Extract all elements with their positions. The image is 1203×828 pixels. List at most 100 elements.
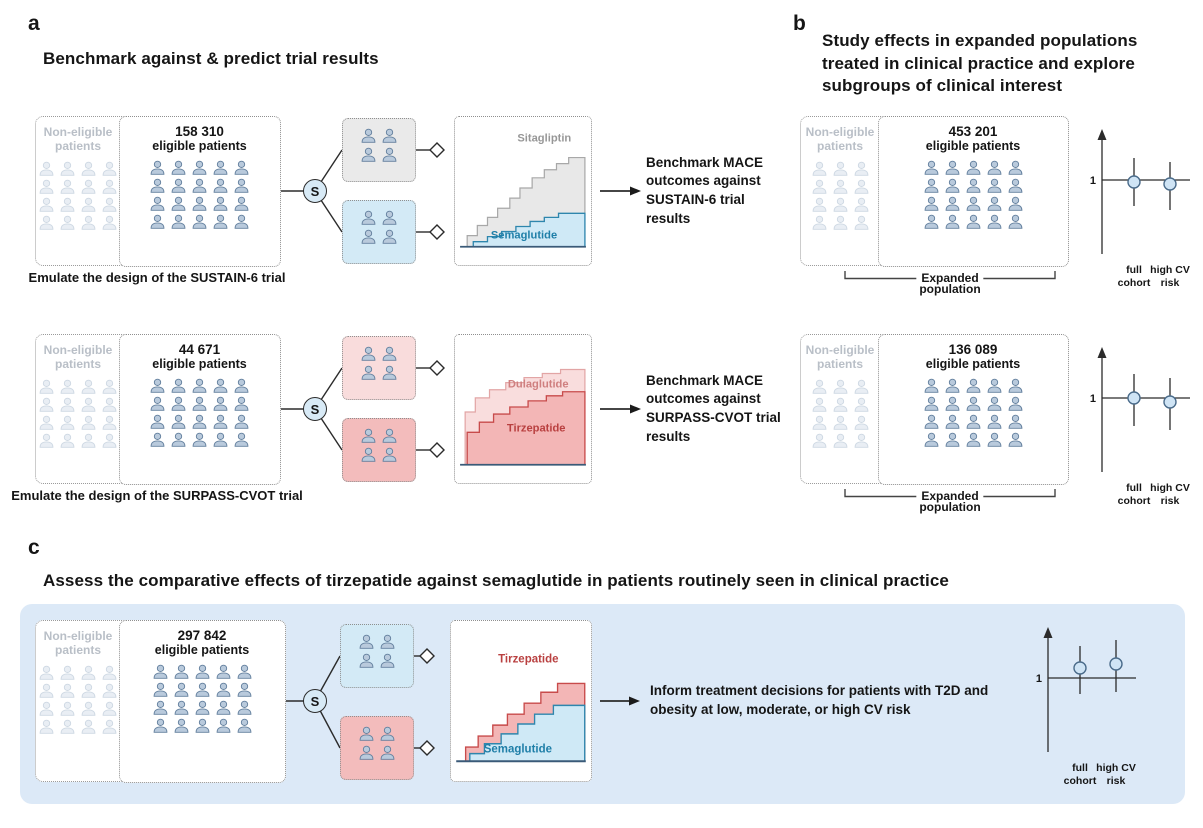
person-icon <box>39 215 54 230</box>
forest-plot: 1 full cohort high CV risk <box>1086 122 1198 312</box>
person-icon <box>1008 414 1022 429</box>
person-icon <box>966 396 980 411</box>
person-icon <box>150 432 165 447</box>
person-icon <box>361 447 376 462</box>
person-icon <box>81 701 96 716</box>
person-icon <box>60 683 75 698</box>
person-icon <box>1008 378 1022 393</box>
person-icon <box>195 682 209 697</box>
person-icon <box>924 432 938 447</box>
non-eligible-label: Non-eligible patients <box>805 125 875 154</box>
cumulative-incidence-plot: Tirzepatide Semaglutide <box>450 620 592 782</box>
panel-b-label: b <box>793 12 806 35</box>
curve-label-tirzepatide: Tirzepatide <box>507 422 566 434</box>
non-eligible-label: Non-eligible patients <box>43 343 113 372</box>
person-icon <box>812 397 826 412</box>
person-icon <box>237 664 251 679</box>
person-icon <box>60 433 75 448</box>
person-icon <box>966 178 980 193</box>
person-icon <box>854 197 868 212</box>
arm-people <box>360 428 398 481</box>
person-icon <box>213 178 228 193</box>
arm-people <box>358 726 396 779</box>
person-icon <box>192 432 207 447</box>
person-icon <box>234 432 249 447</box>
person-icon <box>945 396 959 411</box>
forest-group-label: high CV risk <box>1150 264 1190 290</box>
person-icon <box>153 700 167 715</box>
person-icon <box>102 701 117 716</box>
curve-label-semaglutide: Semaglutide <box>491 230 557 242</box>
person-icon <box>195 700 209 715</box>
row-caption: Emulate the design of the SURPASS-CVOT t… <box>11 488 303 503</box>
person-icon <box>987 378 1001 393</box>
person-icon <box>359 634 374 649</box>
arm-people <box>360 346 398 399</box>
person-icon <box>39 197 54 212</box>
arm-people <box>360 128 398 181</box>
expanded-population-bracket: Expanded population <box>844 488 1056 514</box>
person-icon <box>39 701 54 716</box>
person-icon <box>102 161 117 176</box>
cohort-box: Non-eligible patients 136 089 eligible p… <box>800 333 1069 485</box>
person-icon <box>1008 396 1022 411</box>
person-icon <box>192 396 207 411</box>
forest-plot: 1 full cohort high CV risk <box>1086 340 1198 530</box>
person-icon <box>1008 160 1022 175</box>
person-icon <box>102 665 117 680</box>
curve-label-tirzepatide: Tirzepatide <box>498 652 559 665</box>
eligible-group: 136 089 eligible patients <box>877 333 1069 485</box>
arm-people <box>360 210 398 263</box>
non-eligible-group: Non-eligible patients <box>801 117 879 265</box>
person-icon <box>382 346 397 361</box>
panel-b-block-1: Non-eligible patients 453 201 eligible p… <box>790 110 1202 325</box>
person-icon <box>102 719 117 734</box>
non-eligible-people <box>811 379 870 448</box>
person-icon <box>150 396 165 411</box>
person-icon <box>380 745 395 760</box>
forest-group-label: high CV risk <box>1096 762 1136 788</box>
curve-label-sitagliptin: Sitagliptin <box>517 132 571 144</box>
person-icon <box>39 379 54 394</box>
person-icon <box>39 415 54 430</box>
outcome-text: Inform treatment decisions for patients … <box>650 683 989 717</box>
person-icon <box>361 210 376 225</box>
person-icon <box>833 397 847 412</box>
person-icon <box>812 161 826 176</box>
person-icon <box>380 653 395 668</box>
eligible-count: 44 671 <box>178 341 221 357</box>
person-icon <box>192 214 207 229</box>
person-icon <box>213 214 228 229</box>
person-icon <box>81 161 96 176</box>
person-icon <box>237 718 251 733</box>
person-icon <box>213 414 228 429</box>
cohort-box: Non-eligible patients 44 671 eligible pa… <box>35 333 281 485</box>
person-icon <box>966 214 980 229</box>
person-icon <box>854 215 868 230</box>
person-icon <box>361 365 376 380</box>
person-icon <box>234 378 249 393</box>
selection-node: S <box>303 689 327 713</box>
person-icon <box>987 432 1001 447</box>
person-icon <box>192 178 207 193</box>
non-eligible-group: Non-eligible patients <box>801 335 879 483</box>
person-icon <box>81 197 96 212</box>
expanded-population-bracket: Expanded population <box>844 270 1056 296</box>
person-icon <box>39 397 54 412</box>
eligible-label: eligible patients <box>925 138 1021 153</box>
forest-plot: 1 full cohort high CV risk <box>1032 620 1144 804</box>
person-icon <box>359 745 374 760</box>
forest-group-label: full cohort <box>1117 482 1151 508</box>
person-icon <box>382 428 397 443</box>
cohort-box: Non-eligible patients 158 310 eligible p… <box>35 115 281 267</box>
person-icon <box>171 196 186 211</box>
eligible-people <box>152 664 253 733</box>
person-icon <box>81 179 96 194</box>
person-icon <box>150 196 165 211</box>
person-icon <box>150 214 165 229</box>
arm-box-tirzepatide <box>340 716 414 780</box>
eligible-count: 297 842 <box>177 627 227 643</box>
person-icon <box>966 160 980 175</box>
non-eligible-group: Non-eligible patients <box>36 335 120 483</box>
person-icon <box>81 215 96 230</box>
